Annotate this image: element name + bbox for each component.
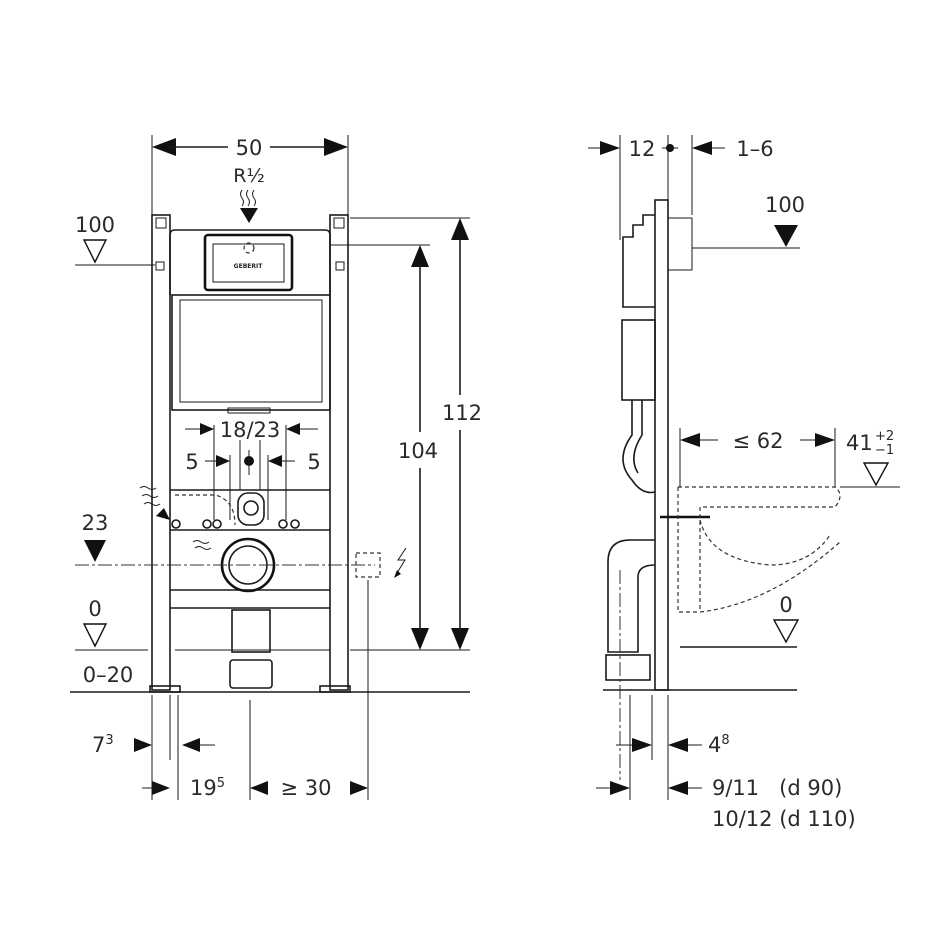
depth-12-label: 12: [629, 137, 656, 161]
flush-plate: [203, 233, 294, 292]
frame: GEBERIT: [75, 214, 375, 693]
dim-7-superscript: 3: [105, 733, 113, 748]
toilet-bowl-outline: [677, 486, 841, 613]
height-112-label: 112: [442, 401, 482, 425]
side-level-0-label: 0: [779, 593, 792, 617]
level-0-marker: 0 0–20: [70, 597, 470, 693]
level-100-marker: 100: [75, 213, 155, 266]
dim-19-label: 195: [190, 776, 225, 800]
dim-4-label: 48: [708, 733, 730, 757]
spacing-label: 18/23: [220, 418, 281, 442]
seat-tol-plus: +2: [875, 429, 894, 444]
dimension-height: 112 104: [330, 217, 482, 651]
left-5-label: 5: [185, 450, 198, 474]
level-marker-icon: [82, 623, 108, 648]
side-frame: [603, 199, 797, 780]
right-5-label: 5: [307, 450, 320, 474]
front-view: 50 R½ GEBERIT: [70, 135, 482, 800]
level-0-label: 0: [88, 597, 101, 621]
side-level-100-label: 100: [765, 193, 805, 217]
dim-19-superscript: 5: [217, 776, 225, 791]
level-marker-icon: [82, 239, 108, 264]
seat-height-marker: 41 +2 −1: [840, 429, 900, 488]
dimension-bottom: 73 195 ≥ 30: [92, 580, 369, 800]
dim-30-label: ≥ 30: [281, 776, 332, 800]
level-23-label: 23: [82, 511, 109, 535]
plate-range-label: 1–6: [736, 137, 773, 161]
level-100-marker: 100: [692, 193, 805, 249]
dim-19-value: 19: [190, 776, 217, 800]
level-23-marker: 23: [82, 511, 109, 562]
dimension-width-50: 50: [151, 135, 349, 215]
dim-7-label: 73: [92, 733, 114, 757]
side-view: 12 1–6 100: [588, 135, 900, 831]
width-label: 50: [236, 136, 263, 160]
electrical-icon: [355, 547, 407, 578]
level-marker-icon: [772, 619, 800, 644]
height-104-label: 104: [398, 439, 438, 463]
dimension-bottom-side: 48 9/11 (d 90) 10/12 (d 110): [596, 695, 856, 831]
level-0-marker: 0: [680, 593, 800, 648]
water-supply-icon: [139, 486, 212, 550]
dimension-spacing: 18/23 5 5: [185, 418, 321, 520]
seat-height-label: 41: [846, 431, 873, 455]
level-100-label: 100: [75, 213, 115, 237]
pipe-d90-label: 9/11 (d 90): [712, 776, 842, 800]
dimension-depth: 12 1–6: [588, 135, 774, 240]
level-marker-icon: [862, 462, 890, 487]
level-marker-icon: [84, 540, 106, 562]
adjust-range-label: 0–20: [83, 663, 134, 687]
dimension-max-62: ≤ 62: [679, 428, 836, 487]
brand-logo: GEBERIT: [234, 263, 264, 270]
pipe-d110-label: 10/12 (d 110): [712, 807, 856, 831]
dim-7-value: 7: [92, 733, 105, 757]
water-supply-icon: [240, 189, 258, 223]
dim-4-superscript: 8: [721, 733, 729, 748]
level-marker-icon: [774, 225, 798, 247]
max-62-label: ≤ 62: [733, 429, 784, 453]
supply-label: R½: [233, 165, 265, 187]
seat-tol-minus: −1: [875, 443, 894, 458]
dim-4-value: 4: [708, 733, 721, 757]
